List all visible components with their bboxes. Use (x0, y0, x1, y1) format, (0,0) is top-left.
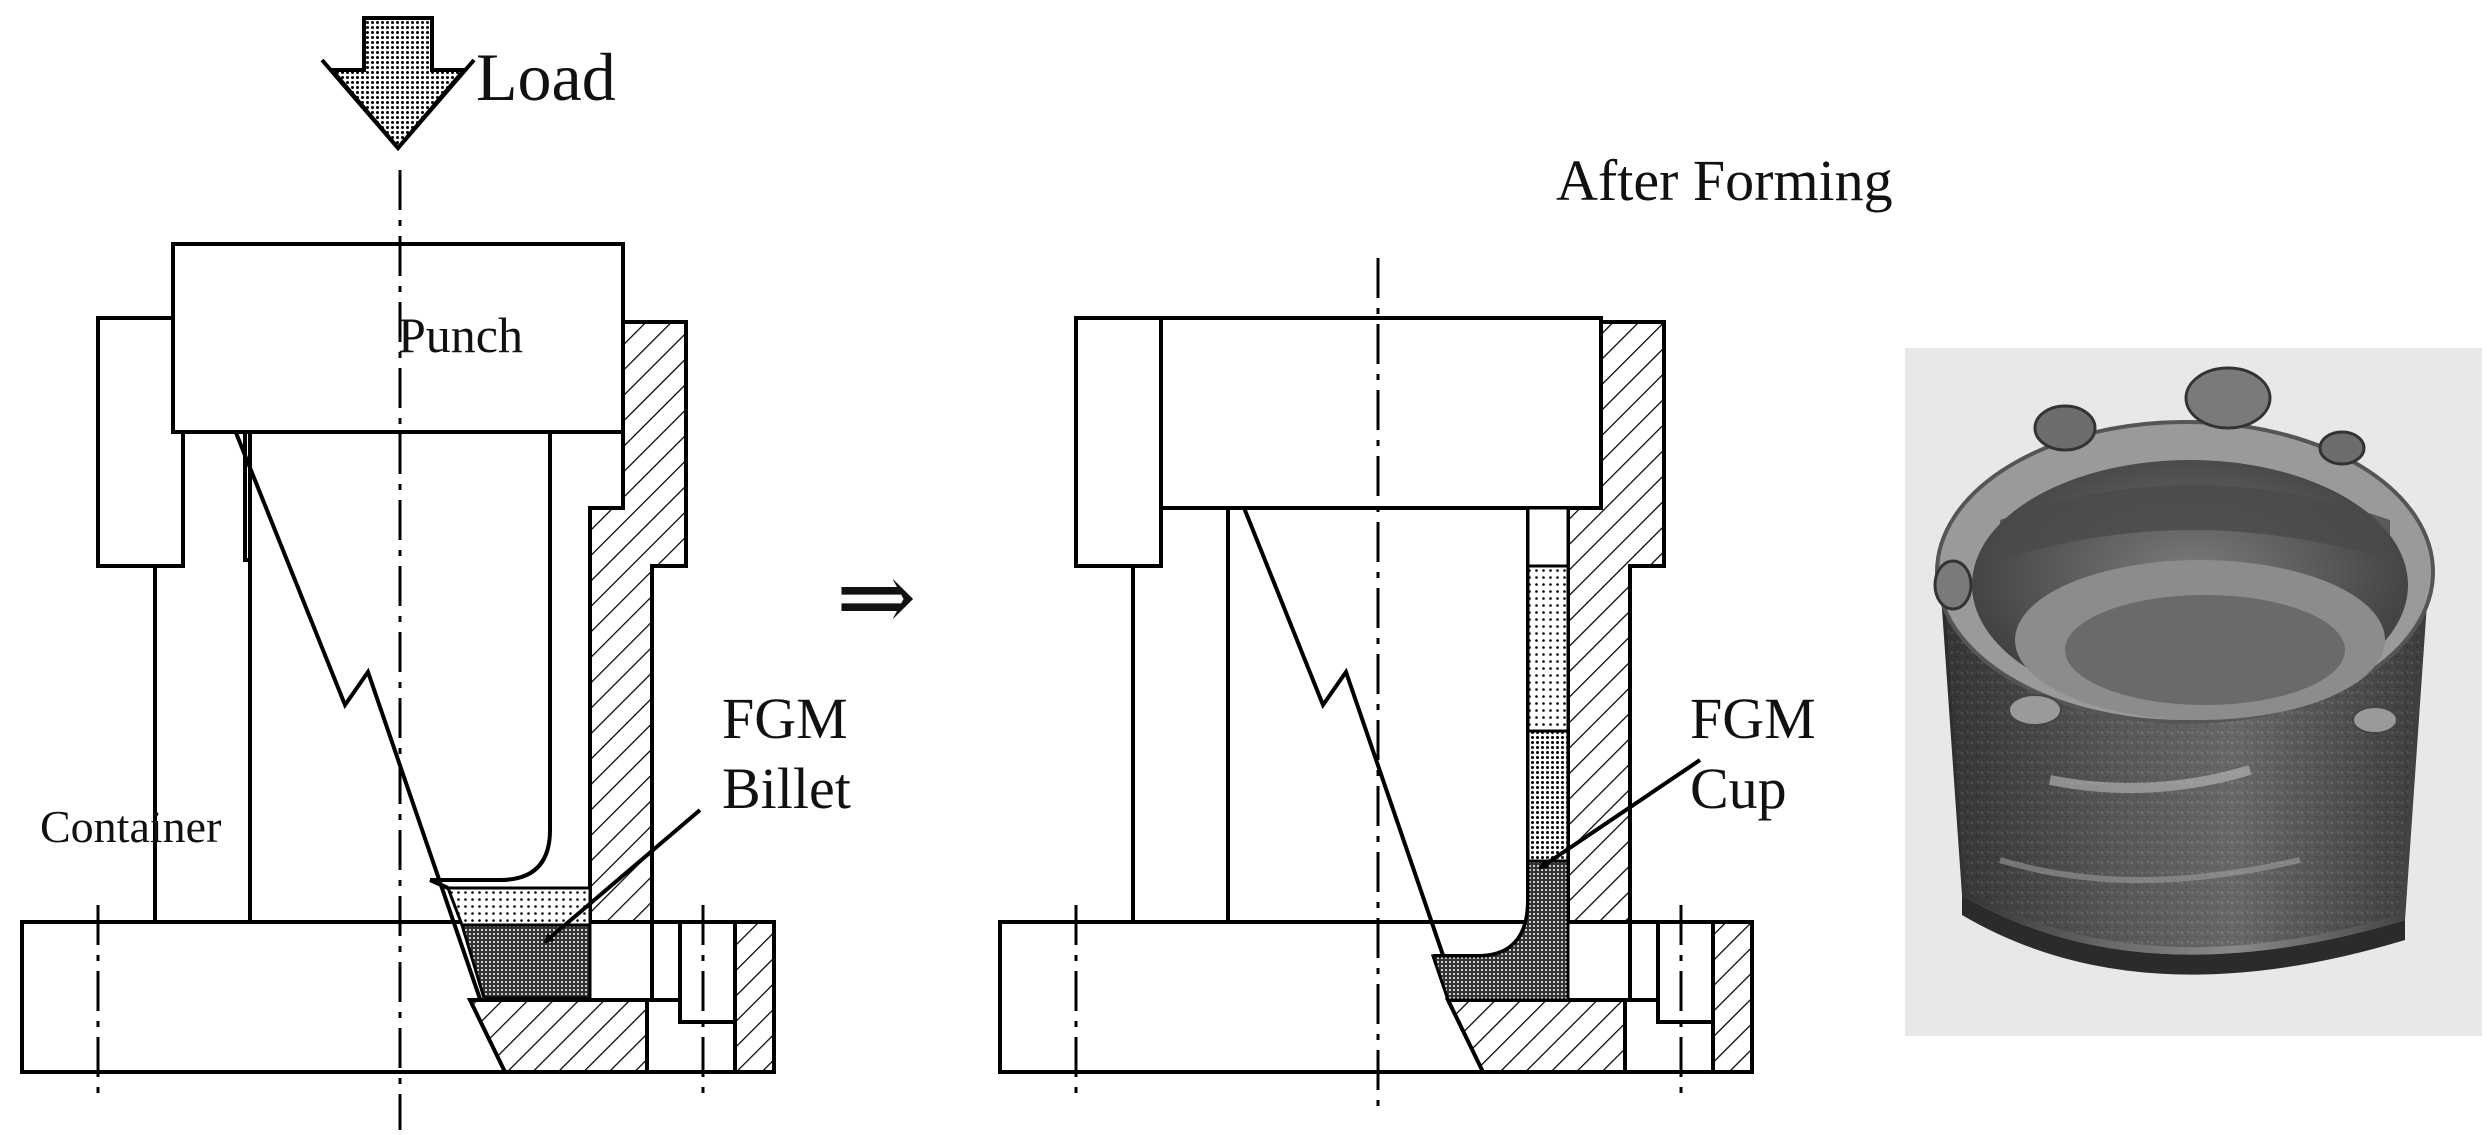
die-before-forming (20, 242, 776, 1074)
punch-shank (1240, 506, 1530, 958)
transition-arrow: ⇒ (836, 544, 916, 651)
cup-wall-empty (1526, 506, 1570, 568)
rim-bump (2352, 706, 2398, 734)
container-neck (1074, 316, 1163, 568)
bolt-hatch (1711, 920, 1754, 1074)
fgm-billet-label-1: FGM (722, 686, 848, 751)
container-neck (96, 316, 185, 568)
punch-head (1159, 316, 1603, 510)
fgm-cup-label-2: Cup (1690, 756, 1787, 821)
formed-cup-photo (1905, 348, 2482, 1036)
bolt-hatch (733, 920, 776, 1074)
punch-label: Punch (398, 307, 523, 363)
die-after-forming (998, 316, 1754, 1074)
cup-bottom (1430, 859, 1570, 1002)
cup-wall-light (1526, 564, 1570, 733)
container-split-line (188, 317, 507, 1073)
rim-bump (2184, 366, 2272, 430)
fgm-billet-label-2: Billet (722, 756, 851, 821)
billet-leader (543, 808, 702, 944)
load-label: Load (476, 39, 616, 115)
cup-leader (1538, 758, 1702, 870)
fgm-billet-bottom (459, 923, 592, 1000)
rim-bump (2008, 694, 2062, 726)
container-split-line (1166, 317, 1485, 1073)
rim-bump (1933, 559, 1973, 611)
centerlines-right (1074, 258, 1683, 1110)
rim-bump (2318, 430, 2366, 466)
punch-shank (243, 432, 552, 882)
after-forming-label: After Forming (1556, 148, 1893, 213)
load-arrow (320, 16, 476, 152)
fgm-cup-label-1: FGM (1690, 686, 1816, 751)
container-label: Container (40, 801, 221, 852)
rim-bump (2033, 404, 2097, 452)
cup-wall-mid (1526, 729, 1570, 863)
centerlines-left (96, 170, 705, 1130)
